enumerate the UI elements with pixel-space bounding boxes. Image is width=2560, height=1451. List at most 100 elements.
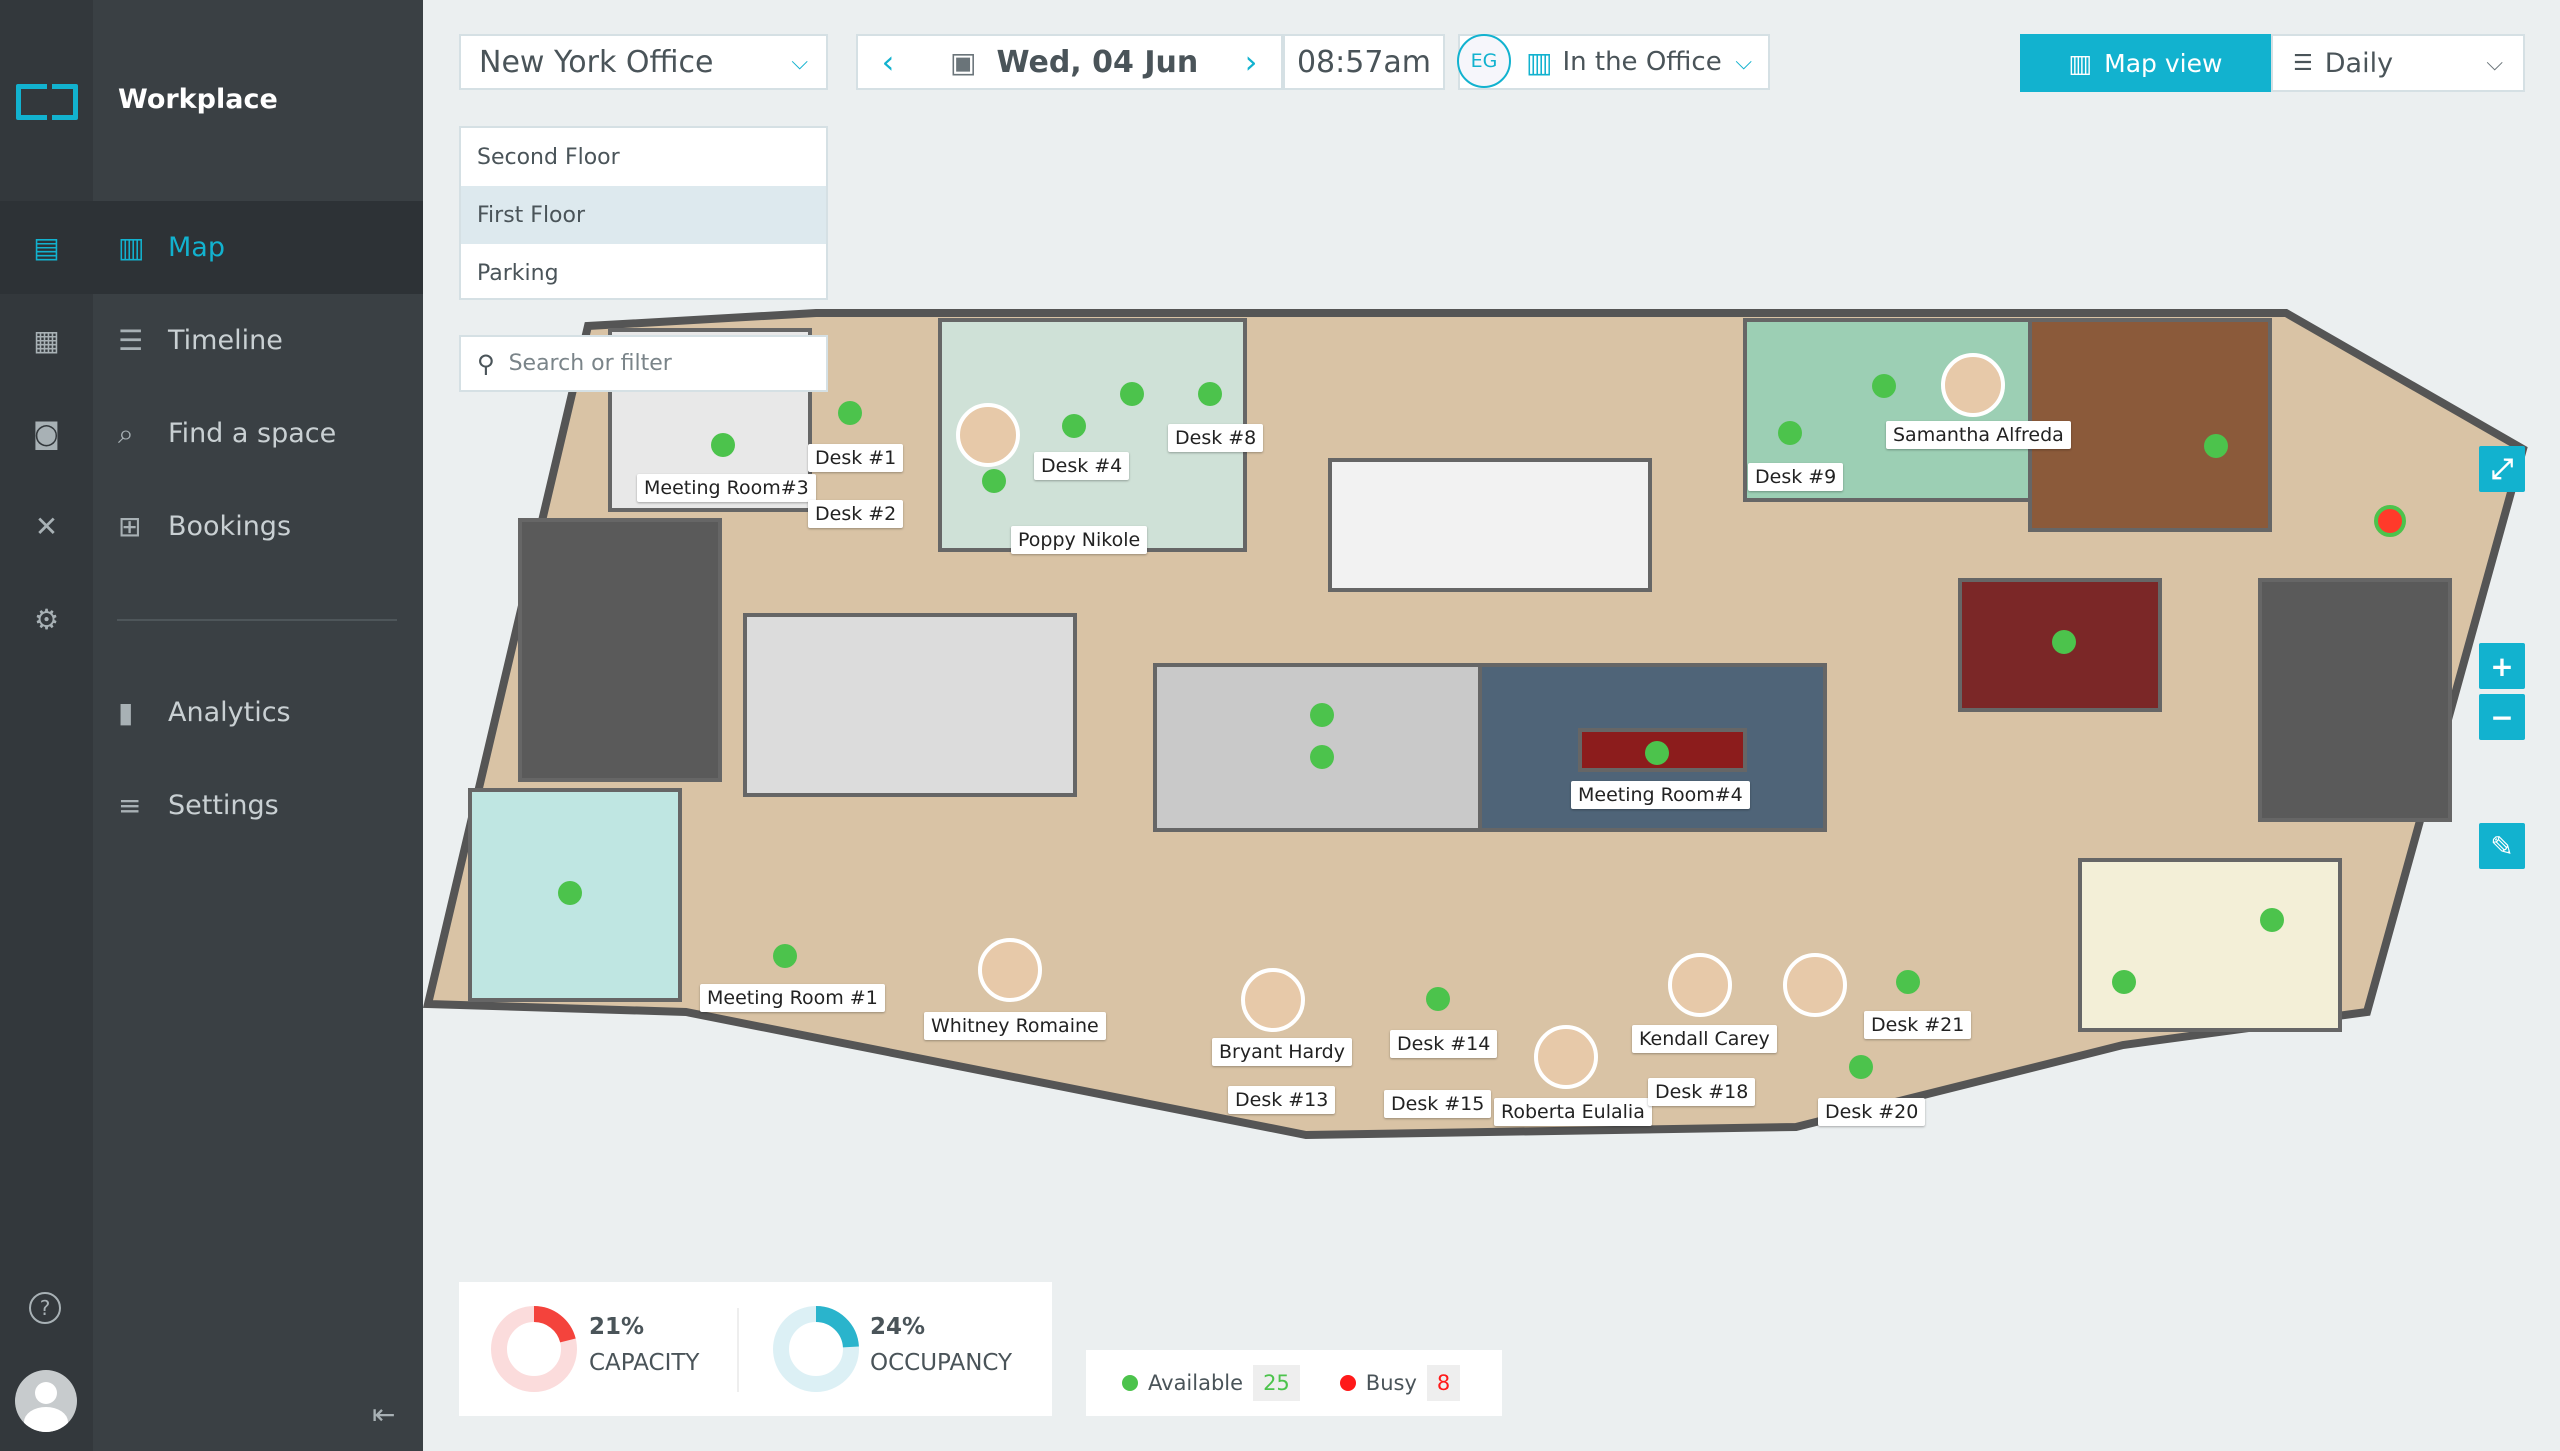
map-label[interactable]: Meeting Room #1 <box>700 984 885 1012</box>
sidebar-item-label: Analytics <box>168 697 291 728</box>
busy-marker <box>2374 505 2406 537</box>
zoom-out-button[interactable]: − <box>2479 694 2525 740</box>
map-label[interactable]: Desk #4 <box>1034 452 1130 480</box>
map-view-label: Map view <box>2104 48 2223 78</box>
sidebar-settings-shortcut[interactable]: ⚙ <box>0 573 93 666</box>
occupancy-arc <box>773 1306 859 1392</box>
sidebar-item-label: Timeline <box>168 325 283 356</box>
avatars <box>956 353 2005 1089</box>
edit-button[interactable]: ✎ <box>2479 823 2525 869</box>
sidebar-item-map[interactable]: ▤▥Map <box>0 201 423 294</box>
restrooms-right <box>2258 578 2452 822</box>
capacity-label: CAPACITY <box>589 1350 700 1376</box>
busy-dot-icon <box>1339 1375 1356 1391</box>
office-select[interactable]: New York Office⌵ <box>459 34 828 90</box>
presence-select[interactable]: ▥ In the Office ⌵ <box>1458 34 1770 90</box>
map-label[interactable]: Desk #9 <box>1748 463 1844 491</box>
map-label[interactable]: Desk #14 <box>1390 1030 1498 1058</box>
map-label[interactable]: Desk #21 <box>1864 1011 1972 1039</box>
divider <box>737 1308 739 1392</box>
busy-count: 8 <box>1426 1365 1461 1401</box>
capacity-value: 21% <box>589 1314 645 1340</box>
divider <box>117 619 397 621</box>
app-title: Workplace <box>118 84 278 115</box>
tools-icon: ✕ <box>34 510 59 543</box>
time-value: 08:57am <box>1296 44 1432 80</box>
lounge <box>743 613 1077 797</box>
sliders-icon: ≡ <box>118 789 142 822</box>
available-dot-icon <box>1122 1375 1138 1391</box>
floor-item-second[interactable]: Second Floor <box>477 144 620 170</box>
period-select[interactable]: ☰Daily⌵ <box>2271 34 2525 92</box>
user-initials-badge[interactable]: EG <box>1457 34 1511 88</box>
map-label[interactable]: Samantha Alfreda <box>1886 421 2071 449</box>
floor-item-first[interactable]: First Floor <box>461 186 826 244</box>
presence-value: In the Office <box>1562 47 1722 77</box>
sidebar-item-timeline[interactable]: ▦ ☰ Timeline <box>0 294 423 387</box>
search-input[interactable]: ⚲ Search or filter <box>459 335 828 392</box>
map-label[interactable]: Meeting Room#3 <box>637 474 816 502</box>
occupancy-donut <box>773 1306 859 1392</box>
available-markers <box>558 374 2284 1079</box>
next-day-button[interactable]: › <box>1244 43 1258 81</box>
search-placeholder: Search or filter <box>508 351 672 376</box>
sidebar-item-label: Find a space <box>168 418 337 449</box>
map-view-button[interactable]: ▥Map view <box>2020 34 2271 92</box>
time-field[interactable]: 08:57am <box>1283 34 1445 90</box>
sidebar-item-label: Bookings <box>168 511 292 542</box>
busy-label: Busy <box>1365 1371 1417 1395</box>
bar-chart-icon: ▮ <box>118 696 134 729</box>
map-label[interactable]: Roberta Eulalia <box>1494 1098 1652 1126</box>
available-label: Available <box>1148 1371 1244 1395</box>
timeline-icon: ☰ <box>118 324 144 357</box>
sidebar-item-bookings[interactable]: ✕ ⊞ Bookings <box>0 480 423 573</box>
map-label[interactable]: Desk #1 <box>808 444 904 472</box>
chevron-down-icon: ⌵ <box>1735 49 1752 75</box>
map-label[interactable]: Kendall Carey <box>1632 1025 1777 1053</box>
help-icon[interactable]: ? <box>29 1292 61 1324</box>
map-label[interactable]: Bryant Hardy <box>1212 1038 1352 1066</box>
availability-legend: Available 25 Busy 8 <box>1086 1350 1502 1416</box>
sidebar-item-analytics[interactable]: ▮ Analytics <box>0 666 423 759</box>
calendar-icon: ▦ <box>33 324 60 357</box>
map-label[interactable]: Desk #13 <box>1228 1086 1336 1114</box>
floor-item-parking[interactable]: Parking <box>477 260 559 286</box>
date-value: Wed, 04 Jun <box>996 44 1199 80</box>
collapse-sidebar-icon[interactable]: ⇤ <box>372 1398 396 1431</box>
zoom-in-button[interactable]: + <box>2479 643 2525 689</box>
fullscreen-button[interactable]: ⤢ <box>2479 446 2525 492</box>
avatar[interactable] <box>15 1370 77 1432</box>
capacity-arc <box>491 1306 577 1392</box>
floor-list: Second Floor First Floor Parking <box>459 126 828 300</box>
sidebar: Workplace ▤▥Map ▦☰Timeline ◙⌕Find a spac… <box>0 0 423 1451</box>
logo-icon <box>16 84 78 120</box>
sidebar-item-settings[interactable]: ≡ Settings <box>0 759 423 852</box>
list-icon: ☰ <box>2293 50 2313 76</box>
occupancy-value: 24% <box>870 1314 926 1340</box>
sidebar-item-label: Settings <box>168 790 279 821</box>
office-select-value: New York Office <box>479 44 714 80</box>
search-icon: ⌕ <box>118 416 134 450</box>
capacity-donut <box>491 1306 577 1392</box>
sidebar-item-find-a-space[interactable]: ◙⌕Find a space <box>0 387 423 480</box>
prev-day-button[interactable]: ‹ <box>881 43 895 81</box>
map-label[interactable]: Desk #2 <box>808 500 904 528</box>
calendar-icon: ▣ <box>950 45 977 79</box>
building-icon: ▥ <box>1526 45 1553 79</box>
map-label[interactable]: Whitney Romaine <box>924 1012 1106 1040</box>
map-label[interactable]: Meeting Room#4 <box>1571 781 1750 809</box>
map-label[interactable]: Desk #18 <box>1648 1078 1756 1106</box>
map-label[interactable]: Desk #20 <box>1818 1098 1926 1126</box>
grid-icon: ⊞ <box>118 510 142 543</box>
sidebar-item-label: Map <box>168 232 225 263</box>
stats-panel: 21% CAPACITY 24% OCCUPANCY <box>459 1282 1052 1416</box>
room-office <box>2028 318 2272 532</box>
map-label[interactable]: Desk #8 <box>1168 424 1264 452</box>
restrooms <box>518 518 722 782</box>
map-label[interactable]: Desk #15 <box>1384 1090 1492 1118</box>
map-label[interactable]: Poppy Nikole <box>1011 526 1148 554</box>
map-icon: ▥ <box>118 231 145 264</box>
gear-icon: ⚙ <box>33 603 60 636</box>
date-picker[interactable]: ‹ ▣ Wed, 04 Jun › <box>856 34 1283 90</box>
